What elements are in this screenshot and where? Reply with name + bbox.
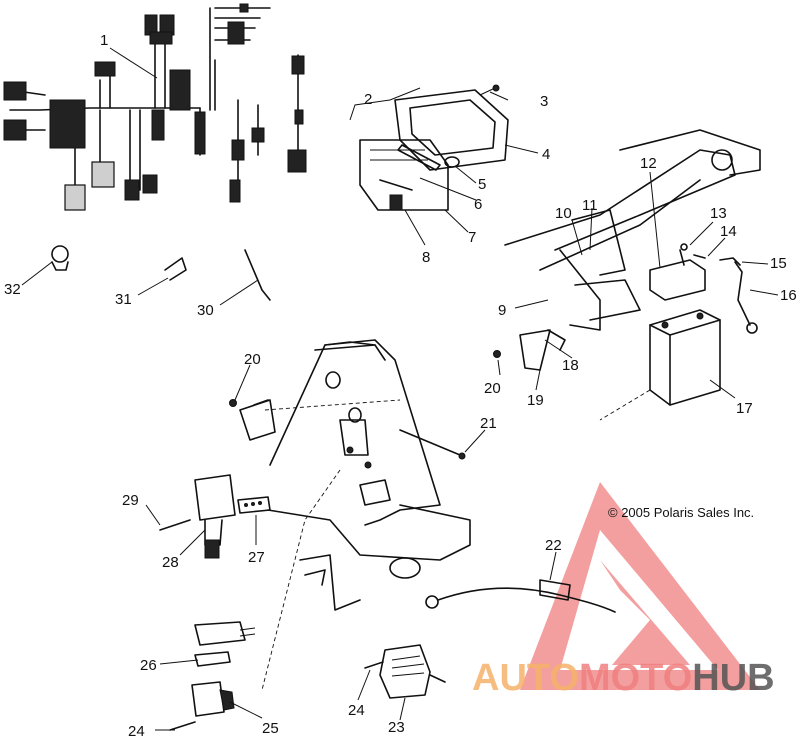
callout-24-left: 24 (128, 723, 145, 738)
mount-bolt (399, 429, 466, 460)
callout-4: 4 (542, 146, 550, 163)
wiring-harness (3, 3, 271, 211)
callout-24-right: 24 (348, 702, 365, 719)
nut-20-right (493, 350, 501, 358)
callout-29: 29 (122, 492, 139, 509)
battery-strap (519, 329, 566, 371)
battery-dash (599, 389, 651, 421)
regulator-module (239, 399, 276, 441)
callout-13: 13 (710, 205, 727, 222)
callout-5: 5 (478, 176, 486, 193)
relay-26 (194, 621, 256, 667)
callout-11: 11 (582, 197, 598, 214)
watermark-part-hub: HUB (692, 657, 774, 699)
clip-31 (164, 257, 187, 281)
cdi-module (194, 474, 236, 559)
callout-25: 25 (262, 720, 279, 737)
callout-12: 12 (640, 155, 657, 172)
connector-strip (237, 496, 271, 514)
screw-29 (159, 519, 191, 531)
callout-31: 31 (115, 291, 132, 308)
callout-16: 16 (780, 287, 797, 304)
callout-1: 1 (100, 32, 108, 49)
callout-28: 28 (162, 554, 179, 571)
callout-17: 17 (736, 400, 753, 417)
ground-cable (425, 579, 616, 613)
callout-8: 8 (422, 249, 430, 266)
watermark-part-auto: AUTO (472, 657, 579, 699)
callout-19: 19 (527, 392, 544, 409)
nut-20-left (229, 399, 237, 407)
screw-dash (264, 399, 401, 411)
callout-6: 6 (474, 196, 482, 213)
callout-20-left: 20 (244, 351, 261, 368)
callout-27: 27 (248, 549, 265, 566)
chassis-plate (267, 339, 471, 611)
battery-box (649, 259, 706, 301)
fuse-holder-30 (244, 249, 271, 301)
watermark-part-moto: MOTO (579, 657, 692, 699)
battery (649, 309, 721, 406)
callout-30: 30 (197, 302, 214, 319)
callout-26: 26 (140, 657, 157, 674)
callout-7: 7 (468, 229, 476, 246)
callout-10: 10 (555, 205, 572, 222)
relay-25 (169, 681, 235, 731)
relay-dash (261, 469, 341, 691)
callout-14: 14 (720, 223, 737, 240)
battery-cables (679, 243, 758, 334)
callout-32: 32 (4, 281, 21, 298)
copyright-text: © 2005 Polaris Sales Inc. (608, 505, 754, 520)
watermark-text: AUTOMOTOHUB (472, 657, 775, 699)
callout-3: 3 (540, 93, 548, 110)
callout-21: 21 (480, 415, 497, 432)
leader-lines (21, 47, 779, 731)
callout-2: 2 (364, 91, 372, 108)
callout-22: 22 (545, 537, 562, 554)
callouts: 1 2 3 4 5 6 7 8 9 10 11 12 13 14 15 16 1… (4, 32, 797, 738)
callout-9: 9 (498, 302, 506, 319)
bracket-2-leader (349, 87, 421, 121)
watermark-logo (520, 482, 760, 690)
taillight-assembly (359, 84, 509, 211)
frame-rear (504, 129, 761, 331)
callout-15: 15 (770, 255, 787, 272)
callout-18: 18 (562, 357, 579, 374)
fuse-block (364, 644, 446, 699)
callout-20-right: 20 (484, 380, 501, 397)
harness-branch (229, 54, 307, 203)
callout-23: 23 (388, 719, 405, 736)
connector-32 (51, 245, 69, 271)
